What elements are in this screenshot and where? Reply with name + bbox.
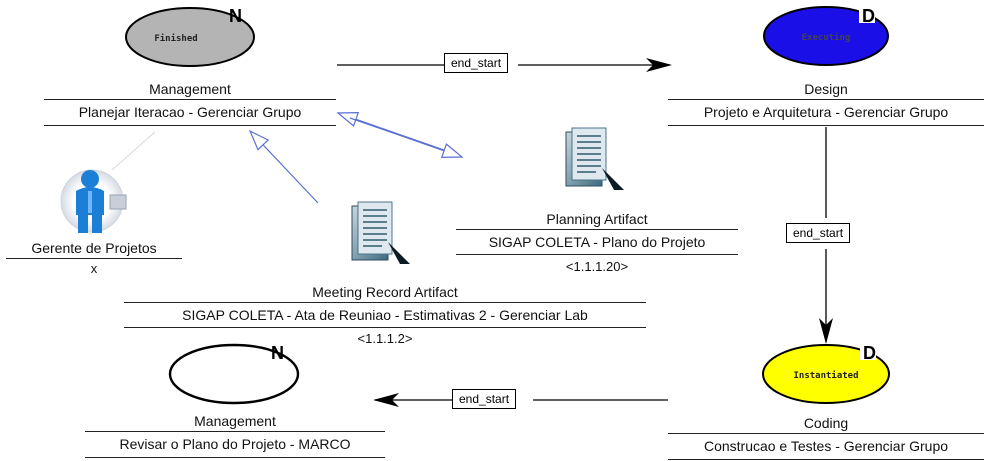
artifact-link-planning-reverse <box>349 117 464 158</box>
activity-name-planejar: Planejar Iteracao - Gerenciar Grupo <box>78 104 302 120</box>
artifact-name-meeting: SIGAP COLETA - Ata de Reuniao - Estimati… <box>182 307 588 323</box>
divider <box>85 457 385 458</box>
activity-type-projeto: Design <box>804 81 848 97</box>
document-icon[interactable] <box>351 201 410 264</box>
divider <box>124 327 646 328</box>
document-icon[interactable] <box>565 127 624 190</box>
artifact-version-meeting: <1.1.1.2> <box>357 331 413 346</box>
activity-state-planejar: Finished <box>154 33 197 44</box>
role-name: x <box>90 261 98 276</box>
activity-state-projeto: Executing <box>802 32 851 43</box>
activity-mark-planejar: N <box>229 6 242 26</box>
activity-node-revisar[interactable]: N <box>168 343 300 405</box>
divider <box>85 431 385 432</box>
connector-label-management[interactable]: end_start <box>452 389 517 409</box>
activity-name-construcao: Construcao e Testes - Gerenciar Grupo <box>703 438 949 454</box>
divider <box>456 229 738 230</box>
activity-mark-revisar: N <box>271 343 284 363</box>
activity-type-revisar: Management <box>194 413 276 429</box>
artifact-version-planning: <1.1.1.20> <box>565 259 629 274</box>
role-link <box>111 131 156 171</box>
activity-mark-projeto: D <box>862 6 875 26</box>
activity-name-projeto: Projeto e Arquitetura - Gerenciar Grupo <box>703 104 949 120</box>
divider <box>6 258 182 259</box>
divider <box>44 125 336 126</box>
activity-node-planejar[interactable]: N Finished <box>125 6 255 67</box>
connector-label-design[interactable]: end_start <box>444 53 509 73</box>
artifact-type-planning: Planning Artifact <box>546 211 648 227</box>
divider <box>668 433 984 434</box>
artifact-link-planning <box>336 112 459 156</box>
divider <box>124 302 646 303</box>
activity-mark-construcao: D <box>863 343 876 363</box>
role-type: Gerente de Projetos <box>31 240 157 256</box>
activity-node-construcao[interactable]: D Instantiated <box>762 343 890 404</box>
divider <box>456 254 738 255</box>
artifact-type-meeting: Meeting Record Artifact <box>312 284 458 300</box>
person-icon[interactable] <box>60 169 127 233</box>
activity-state-construcao: Instantiated <box>793 370 858 381</box>
activity-name-revisar: Revisar o Plano do Projeto - MARCO <box>119 436 351 452</box>
activity-type-construcao: Coding <box>803 415 849 431</box>
activity-node-projeto[interactable]: D Executing <box>763 6 889 66</box>
connector-label-coding[interactable]: end_start <box>786 223 851 243</box>
artifact-name-planning: SIGAP COLETA - Plano do Projeto <box>488 234 706 250</box>
artifact-link-meeting <box>248 129 319 204</box>
divider <box>668 99 984 100</box>
activity-type-planejar: Management <box>149 81 231 97</box>
divider <box>668 125 984 126</box>
divider <box>668 459 984 460</box>
divider <box>44 99 336 100</box>
